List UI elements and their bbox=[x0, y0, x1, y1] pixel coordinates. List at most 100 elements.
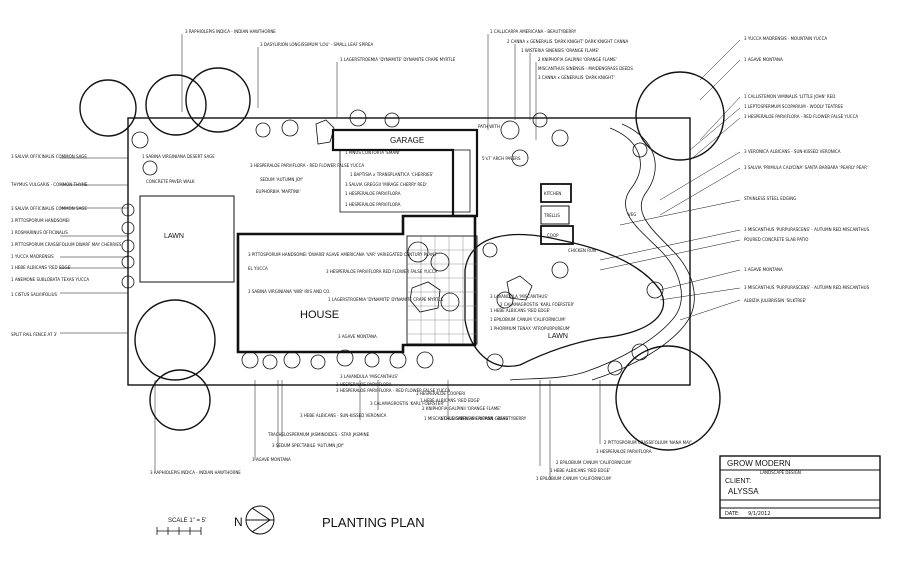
plant-label-inner-11: 1 AGAVE AMERICANA 'VAR' VARIEGATED CENTU… bbox=[322, 252, 437, 257]
right-lawn-label: LAWN bbox=[548, 333, 568, 340]
plant-label-inner-7: 3 SALVIA GREGGII 'MIRAGE CHERRY RED' bbox=[345, 182, 427, 187]
tree-bottom-right bbox=[615, 345, 721, 451]
plant-labels-inner: 1 SABINA VIRGINIANA DESERT SAGE CONCRETE … bbox=[142, 150, 574, 339]
tree-top-left bbox=[79, 79, 137, 137]
plant-label-left-6: 1 YUCCA MADRENSIS bbox=[11, 254, 54, 259]
plant-label-inner-19: 1 HEBE ALBICANS 'RED EDGE' bbox=[490, 308, 550, 313]
tree-left-planting bbox=[134, 299, 216, 381]
plant-label-bottom-2: 3 HESPERALOE PARVIFLORA - RED FLOWER FAL… bbox=[336, 388, 450, 393]
plant-label-bottom-16: 2 EPILOBIUM CANUM 'CALIFORNICUM' bbox=[556, 460, 632, 465]
plant-labels-top: 3 RAPHIOLEPIS INDICA - INDIAN HAWTHORNE 3… bbox=[185, 29, 633, 80]
coop-structure bbox=[540, 225, 574, 245]
boulders bbox=[315, 119, 533, 313]
left-lawn-label: LAWN bbox=[164, 233, 184, 240]
plant-label-right-5: 3 VERONICA ALBICANS - SUN-KISSED VERONIC… bbox=[744, 149, 841, 154]
plant-label-top-0: 3 RAPHIOLEPIS INDICA - INDIAN HAWTHORNE bbox=[185, 29, 276, 34]
plant-label-inner-3: SEDUM 'AUTUMN JOY' bbox=[260, 177, 303, 182]
tree-top-right bbox=[635, 71, 725, 161]
plant-label-bottom-1: 3 HESPERALOE PARVIFLORA bbox=[336, 382, 392, 387]
title-block bbox=[719, 455, 881, 519]
plant-label-left-9: 1 CISTUS SALVIIFOLIUS bbox=[11, 292, 58, 297]
plant-label-inner-0: 1 SABINA VIRGINIANA DESERT SAGE bbox=[142, 154, 215, 159]
scale-bar bbox=[156, 527, 202, 535]
plant-label-left-4: 1 ROSMARINUS OFFICINALIS bbox=[11, 230, 68, 235]
plant-label-inner-1: CONCRETE PAVER WALK bbox=[146, 179, 195, 184]
plant-label-right-7: STAINLESS STEEL EDGING bbox=[744, 196, 796, 201]
plant-label-left-2: 3 SALVIA OFFICINALIS COMMON SAGE bbox=[11, 206, 87, 211]
plant-label-left-10: SPLIT RAIL FENCE AT 3' bbox=[11, 332, 57, 337]
house-label: HOUSE bbox=[300, 309, 339, 321]
plant-label-bottom-18: 1 EPILOBIUM CANUM 'CALIFORNICUM' bbox=[536, 476, 612, 481]
north-label: N bbox=[234, 515, 243, 529]
plant-label-top-8: 3 CANNA x GENERALIS 'DARK KNIGHT' bbox=[538, 75, 615, 80]
plant-label-inner-14: 3 SABINA VIRGINIANA 'WIB' IRIS AND CO. bbox=[248, 289, 330, 294]
kitchen-label: KITCHEN bbox=[544, 191, 561, 196]
plant-label-right-10: 1 AGAVE MONTANA bbox=[744, 267, 783, 272]
plant-label-inner-2: 3 HESPERALOE PARVIFLORA - RED FLOWER FAL… bbox=[250, 163, 364, 168]
plant-label-bottom-4: 3 HEBE ALBICANS - SUN-KISSED VERONICA bbox=[300, 413, 387, 418]
plant-label-right-6: 3 SALVIA 'PRIMULA CALYCINA' SANTA BARBAR… bbox=[744, 165, 868, 170]
plant-label-right-1: 1 AGAVE MONTANA bbox=[744, 57, 783, 62]
plant-label-bottom-3: 3 CALAMAGROSTIS 'KARL FOERSTER' bbox=[370, 401, 444, 406]
plant-label-inner-18: 2 CALAMAGROSTIS 'KARL FOERSTER' bbox=[500, 302, 574, 307]
plant-label-bottom-15: 3 HESPERALOE PARVIFLORA bbox=[596, 449, 652, 454]
plant-labels-right: 3 YUCCA MADRENSIS - MOUNTAIN YUCCA 1 AGAV… bbox=[744, 36, 870, 303]
plant-label-bottom-11: 2 KNIPHOFIA GALPINII 'ORANGE FLAME' bbox=[422, 406, 501, 411]
plant-label-inner-8: 1 HESPERALOE PARVIFLORA bbox=[345, 191, 401, 196]
plant-label-top-5: 1 WISTERIA SINENSIS 'ORANGE FLAME' bbox=[521, 48, 599, 53]
plant-label-top-7: MISCANTHUS SINENSIS - MAIDENGRASS DEEDS bbox=[538, 66, 633, 71]
plant-label-right-3: 1 LEPTOSPERMUM SCOPARIUM - WOOLY TEATREE bbox=[744, 104, 843, 109]
plant-label-right-12: ALBIZIA JULIBRISSIN 'SILKTREE' bbox=[744, 298, 806, 303]
shrubs bbox=[121, 109, 664, 376]
trellis-structure bbox=[540, 205, 570, 225]
left-lawn bbox=[139, 195, 235, 283]
scale-label: SCALE 1" = 5' bbox=[168, 518, 206, 524]
leader-lines bbox=[60, 34, 741, 480]
plant-label-bottom-8: 3 RAPHIOLEPIS INDICA - INDIAN HAWTHORNE bbox=[150, 470, 241, 475]
right-lawn bbox=[464, 234, 665, 367]
plant-label-left-8: 1 ANEMONE SUBLOBATA TEXAS YUCCA bbox=[11, 277, 89, 282]
north-arrow bbox=[245, 505, 275, 535]
garage-label: GARAGE bbox=[390, 136, 424, 145]
date-label: DATE: bbox=[725, 511, 740, 517]
plant-label-right-8: 3 MISCANTHUS 'PURPURASCENS' - AUTUMN RED… bbox=[744, 227, 870, 232]
plant-label-top-6: 2 KNIPHOFIA GALPINII 'ORANGE FLAME' bbox=[538, 57, 617, 62]
plant-label-top-1: 3 DASYLIRION LONGISSIMUM 'LOU' - SMALL L… bbox=[260, 42, 373, 47]
plant-label-left-1: THYMUS VULGARIS - COMMON THYME bbox=[10, 182, 88, 187]
tree-top-left-b bbox=[145, 74, 207, 136]
garage-pad bbox=[339, 149, 471, 213]
client-label: CLIENT: bbox=[725, 478, 751, 485]
firm-subtitle: LANDSCAPE DESIGN bbox=[760, 470, 801, 475]
plant-label-inner-5: 1 PINUS CONTORTA 'EMANI' bbox=[345, 150, 400, 155]
plant-label-bottom-7: 1 AGAVE MONTANA bbox=[252, 457, 291, 462]
plant-label-bottom-17: 1 HEBE ALBICANS 'RED EDGE' bbox=[550, 468, 610, 473]
plant-label-inner-4: EUPHORBIA 'MARTINII' bbox=[256, 189, 301, 194]
path-label: PATH WITH bbox=[478, 124, 500, 129]
plant-label-right-0: 3 YUCCA MADRENSIS - MOUNTAIN YUCCA bbox=[744, 36, 827, 41]
plant-label-inner-13: 3 HESPERALOE PARVIFLORA RED FLOWER FALSE… bbox=[326, 269, 438, 274]
trellis-label: TRELLIS bbox=[543, 213, 560, 218]
property-line bbox=[127, 117, 691, 386]
plant-labels-left: 3 SALVIA OFFICINALIS COMMON SAGE THYMUS V… bbox=[10, 154, 122, 337]
drawing-title: PLANTING PLAN bbox=[322, 515, 425, 530]
plant-label-bottom-13: 1 MISCANTHUS SINENSIS - NIPPON GRASS bbox=[424, 416, 509, 421]
arch-label: 5'x7' ARCH PAVERS bbox=[482, 156, 521, 161]
plant-label-inner-15: 1 LAGERSTROEMIA 'DYNAMITE' DYNAMITE CRAP… bbox=[328, 297, 444, 302]
plant-label-bottom-12: 1 CALLICARPA AMERICANA - BEAUTYBERRY bbox=[440, 416, 527, 421]
plant-label-bottom-10: 1 HEBE ALBICANS 'RED EDGE' bbox=[420, 398, 480, 403]
plant-label-bottom-14: 2 PITTOSPORUM CRASSIFOLIUM 'NANA MAY' bbox=[604, 440, 692, 445]
date-value: 9/1/2012 bbox=[748, 511, 770, 517]
firm-name: GROW MODERN bbox=[727, 459, 791, 468]
coop-label: COOP bbox=[547, 233, 559, 238]
plant-label-top-3: 1 CALLICARPA AMERICANA - BEAUTYBERRY bbox=[490, 29, 577, 34]
chicken-run-label: CHICKEN RUN bbox=[568, 248, 596, 253]
tree-bottom-left bbox=[149, 369, 211, 431]
kitchen-structure bbox=[540, 183, 572, 203]
tree-top-mid bbox=[185, 67, 251, 133]
plant-label-right-9: POURED CONCRETE SLAB PATIO bbox=[744, 237, 808, 242]
plant-label-bottom-9: 3 HESPERALOE COOPERI bbox=[416, 391, 465, 396]
plant-label-right-2: 1 CALLISTEMON VIMINALIS 'LITTLE JOHN' RE… bbox=[744, 94, 835, 99]
plant-label-right-11: 3 MISCANTHUS 'PURPURASCENS' - AUTUMN RED… bbox=[744, 285, 870, 290]
plant-label-top-4: 2 CANNA x GENERALIS 'DARK KNIGHT' DARK K… bbox=[507, 39, 628, 44]
